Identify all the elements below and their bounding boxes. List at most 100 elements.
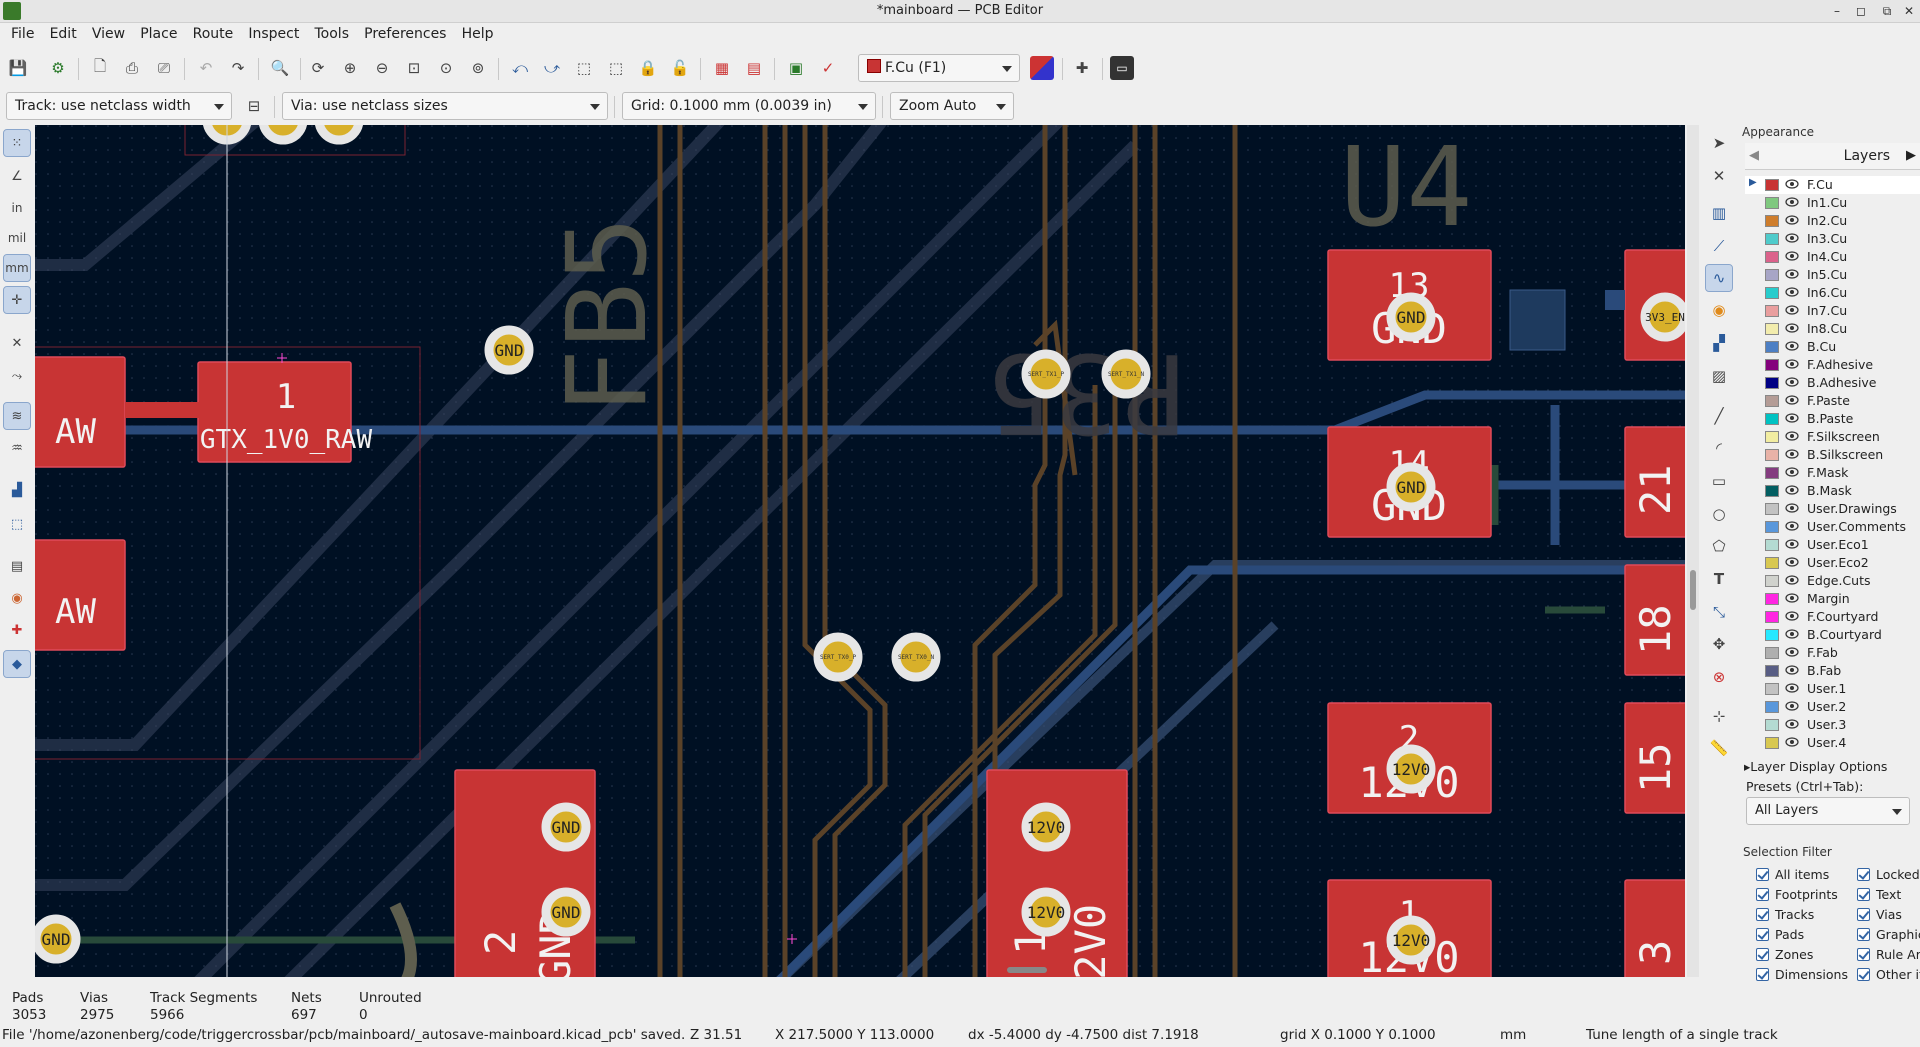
layer-color-swatch[interactable] bbox=[1765, 431, 1779, 443]
layer-row[interactable]: User.Comments bbox=[1745, 518, 1920, 536]
eye-icon[interactable] bbox=[1785, 286, 1799, 298]
layer-color-swatch[interactable] bbox=[1765, 593, 1779, 605]
set-origin-icon[interactable]: ⊹ bbox=[1712, 707, 1726, 725]
layer-row[interactable]: User.2 bbox=[1745, 698, 1920, 716]
curved-ratsnest-icon[interactable]: ⤳ bbox=[11, 368, 23, 384]
track-width-select[interactable]: Track: use netclass width bbox=[6, 92, 232, 120]
eye-icon[interactable] bbox=[1785, 520, 1799, 532]
layer-color-swatch[interactable] bbox=[1765, 413, 1779, 425]
find-icon[interactable]: 🔍 bbox=[270, 59, 290, 77]
layer-color-swatch[interactable] bbox=[1765, 359, 1779, 371]
eye-icon[interactable] bbox=[1785, 736, 1799, 748]
layer-display-options[interactable]: ▸Layer Display Options bbox=[1744, 759, 1888, 774]
eye-icon[interactable] bbox=[1785, 502, 1799, 514]
grid-select[interactable]: Grid: 0.1000 mm (0.0039 in) bbox=[622, 92, 876, 120]
presets-select[interactable]: All Layers bbox=[1746, 797, 1910, 825]
layer-select[interactable]: F.Cu (F1) bbox=[858, 54, 1020, 82]
layer-row[interactable]: In5.Cu bbox=[1745, 266, 1920, 284]
layer-row[interactable]: In3.Cu bbox=[1745, 230, 1920, 248]
layer-row[interactable]: B.Adhesive bbox=[1745, 374, 1920, 392]
scripting-icon[interactable]: ▣ bbox=[788, 59, 804, 77]
layer-row[interactable]: User.Eco1 bbox=[1745, 536, 1920, 554]
eye-icon[interactable] bbox=[1785, 358, 1799, 370]
flip-icon[interactable]: ⬚ bbox=[576, 59, 592, 77]
layer-color-swatch[interactable] bbox=[1765, 377, 1779, 389]
layer-row[interactable]: In7.Cu bbox=[1745, 302, 1920, 320]
eye-icon[interactable] bbox=[1785, 664, 1799, 676]
eye-icon[interactable] bbox=[1785, 448, 1799, 460]
netlist-update-icon[interactable]: ▦ bbox=[714, 59, 730, 77]
undo-icon[interactable]: ↶ bbox=[199, 59, 213, 77]
layer-color-swatch[interactable] bbox=[1765, 485, 1779, 497]
layer-row[interactable]: Edge.Cuts bbox=[1745, 572, 1920, 590]
layer-row[interactable]: User.4 bbox=[1745, 734, 1920, 752]
menu-inspect[interactable]: Inspect bbox=[248, 26, 300, 42]
mirror-icon[interactable]: ⬚ bbox=[608, 59, 624, 77]
layer-pair-icon[interactable] bbox=[1030, 56, 1054, 80]
measure-icon[interactable]: 📏 bbox=[1709, 739, 1729, 757]
menu-route[interactable]: Route bbox=[192, 26, 234, 42]
menu-place[interactable]: Place bbox=[140, 26, 178, 42]
tab-prev-icon[interactable]: ◀ bbox=[1749, 148, 1759, 163]
layer-color-swatch[interactable] bbox=[1765, 233, 1779, 245]
draw-arc-icon[interactable]: ◜ bbox=[1716, 439, 1722, 457]
zoom-in-icon[interactable]: ⊕ bbox=[343, 59, 357, 77]
layer-row[interactable]: B.Mask bbox=[1745, 482, 1920, 500]
units-inch-button[interactable]: in bbox=[11, 201, 23, 215]
route-track-icon[interactable]: ⟋ bbox=[1713, 237, 1725, 255]
vertical-scrollbar[interactable] bbox=[1687, 125, 1699, 977]
layer-color-swatch[interactable] bbox=[1765, 665, 1779, 677]
refresh-icon[interactable]: ⟳ bbox=[311, 59, 325, 77]
layer-color-swatch[interactable] bbox=[1765, 611, 1779, 623]
checkbox-checked-icon[interactable] bbox=[1857, 908, 1870, 921]
restore-button[interactable]: ⧉ bbox=[1882, 4, 1892, 18]
layer-color-swatch[interactable] bbox=[1765, 629, 1779, 641]
lock-icon[interactable]: 🔒 bbox=[638, 59, 658, 77]
draw-circle-icon[interactable]: ○ bbox=[1712, 505, 1726, 523]
layer-row[interactable]: Margin bbox=[1745, 590, 1920, 608]
zoom-out-icon[interactable]: ⊖ bbox=[375, 59, 389, 77]
layer-color-swatch[interactable] bbox=[1765, 251, 1779, 263]
track-sketch-icon[interactable]: ✚ bbox=[11, 622, 23, 638]
layer-color-swatch[interactable] bbox=[1765, 323, 1779, 335]
layer-color-swatch[interactable] bbox=[1765, 575, 1779, 587]
eye-icon[interactable] bbox=[1785, 538, 1799, 550]
zoom-fit-icon[interactable]: ⊡ bbox=[407, 59, 421, 77]
layer-row[interactable]: B.Fab bbox=[1745, 662, 1920, 680]
checkbox-checked-icon[interactable] bbox=[1756, 968, 1769, 981]
layer-color-swatch[interactable] bbox=[1765, 467, 1779, 479]
close-button[interactable]: ✕ bbox=[1903, 4, 1915, 18]
layer-row[interactable]: F.Silkscreen bbox=[1745, 428, 1920, 446]
layer-color-swatch[interactable] bbox=[1765, 449, 1779, 461]
via-size-select[interactable]: Via: use netclass sizes bbox=[282, 92, 608, 120]
menu-edit[interactable]: Edit bbox=[49, 26, 77, 42]
grid-toggle-icon[interactable]: ⁙ bbox=[3, 129, 31, 157]
draw-line-icon[interactable]: ╱ bbox=[1714, 407, 1724, 425]
layer-color-swatch[interactable] bbox=[1765, 737, 1779, 749]
layers-tab[interactable]: ◀ Layers ▶ bbox=[1745, 143, 1920, 170]
layer-row[interactable]: User.Eco2 bbox=[1745, 554, 1920, 572]
eye-icon[interactable] bbox=[1785, 394, 1799, 406]
layer-color-swatch[interactable] bbox=[1765, 395, 1779, 407]
layer-color-swatch[interactable] bbox=[1765, 701, 1779, 713]
layer-row[interactable]: In1.Cu bbox=[1745, 194, 1920, 212]
eye-icon[interactable] bbox=[1785, 556, 1799, 568]
layer-row[interactable]: In6.Cu bbox=[1745, 284, 1920, 302]
checkbox-checked-icon[interactable] bbox=[1857, 968, 1870, 981]
layer-row[interactable]: In4.Cu bbox=[1745, 248, 1920, 266]
layer-row[interactable]: B.Cu bbox=[1745, 338, 1920, 356]
draw-polygon-icon[interactable]: ⬠ bbox=[1712, 537, 1726, 555]
menu-file[interactable]: File bbox=[11, 26, 35, 42]
layers-manager-icon[interactable]: ◆ bbox=[3, 650, 31, 678]
checkbox-checked-icon[interactable] bbox=[1857, 928, 1870, 941]
layer-row[interactable]: User.3 bbox=[1745, 716, 1920, 734]
layer-color-swatch[interactable] bbox=[1765, 269, 1779, 281]
layer-row[interactable]: B.Paste bbox=[1745, 410, 1920, 428]
eye-icon[interactable] bbox=[1785, 232, 1799, 244]
add-dimension-icon[interactable]: ⤡ bbox=[1712, 603, 1725, 621]
layer-row[interactable]: User.1 bbox=[1745, 680, 1920, 698]
high-contrast-icon[interactable]: ≋ bbox=[3, 402, 31, 430]
menu-help[interactable]: Help bbox=[461, 26, 494, 42]
unlock-icon[interactable]: 🔓 bbox=[670, 59, 690, 77]
local-ratsnest-icon[interactable]: ✕ bbox=[1712, 167, 1726, 185]
